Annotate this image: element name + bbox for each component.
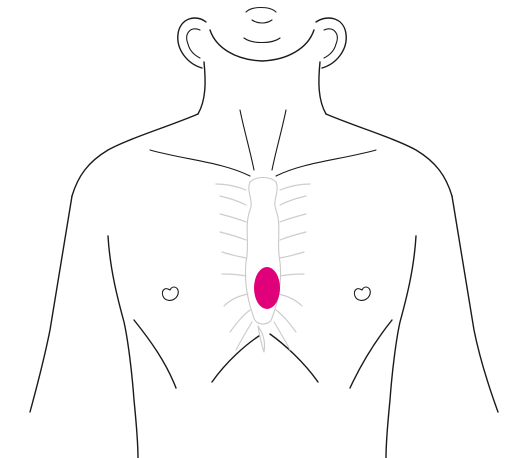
lip-line [252,20,272,23]
left-collarbone [150,150,250,176]
left-arm-inner [108,236,138,458]
rib-l6 [222,274,246,276]
nose-line [246,8,276,13]
rib-r5 [280,252,304,258]
rib-l2 [220,196,246,205]
right-ear-inner [324,29,337,58]
rib-l4 [220,232,246,240]
rib-l7 [224,294,248,306]
neck-muscle-right [272,110,286,170]
costal-arch-left [212,334,262,382]
right-arm-inner [386,236,416,458]
rib-r2 [280,196,306,205]
rib-r4 [280,232,306,240]
left-ear-inner [187,29,200,58]
rib-r8 [276,310,296,332]
rib-r1 [280,184,310,190]
rib-l9 [236,322,252,350]
costal-arch-right [270,334,318,382]
neck-right [319,62,326,114]
rib-l1 [216,184,246,190]
highlight-spot [254,267,280,309]
rib-l8 [230,310,250,332]
xiphoid [258,326,265,352]
rib-r9 [274,322,290,350]
neck-left [198,62,205,114]
left-ear [178,18,206,68]
left-shoulder [72,114,198,196]
rib-l5 [222,252,246,258]
sternum-ribs [216,178,310,353]
mouth-line [244,38,280,43]
left-arm-outer [30,196,72,412]
right-shoulder [326,114,452,196]
head [178,8,346,69]
neck-muscle-left [240,110,254,170]
right-flank [350,320,392,388]
chin-line [210,30,314,61]
rib-l3 [220,214,246,222]
left-flank [134,320,176,388]
right-ear [316,18,346,68]
rib-r3 [280,214,306,222]
neck [198,62,326,170]
right-arm-outer [452,196,498,412]
left-nipple [162,287,178,300]
rib-r6 [280,274,304,276]
right-nipple [354,287,370,300]
rib-r7 [278,294,302,306]
right-collarbone [276,150,376,176]
